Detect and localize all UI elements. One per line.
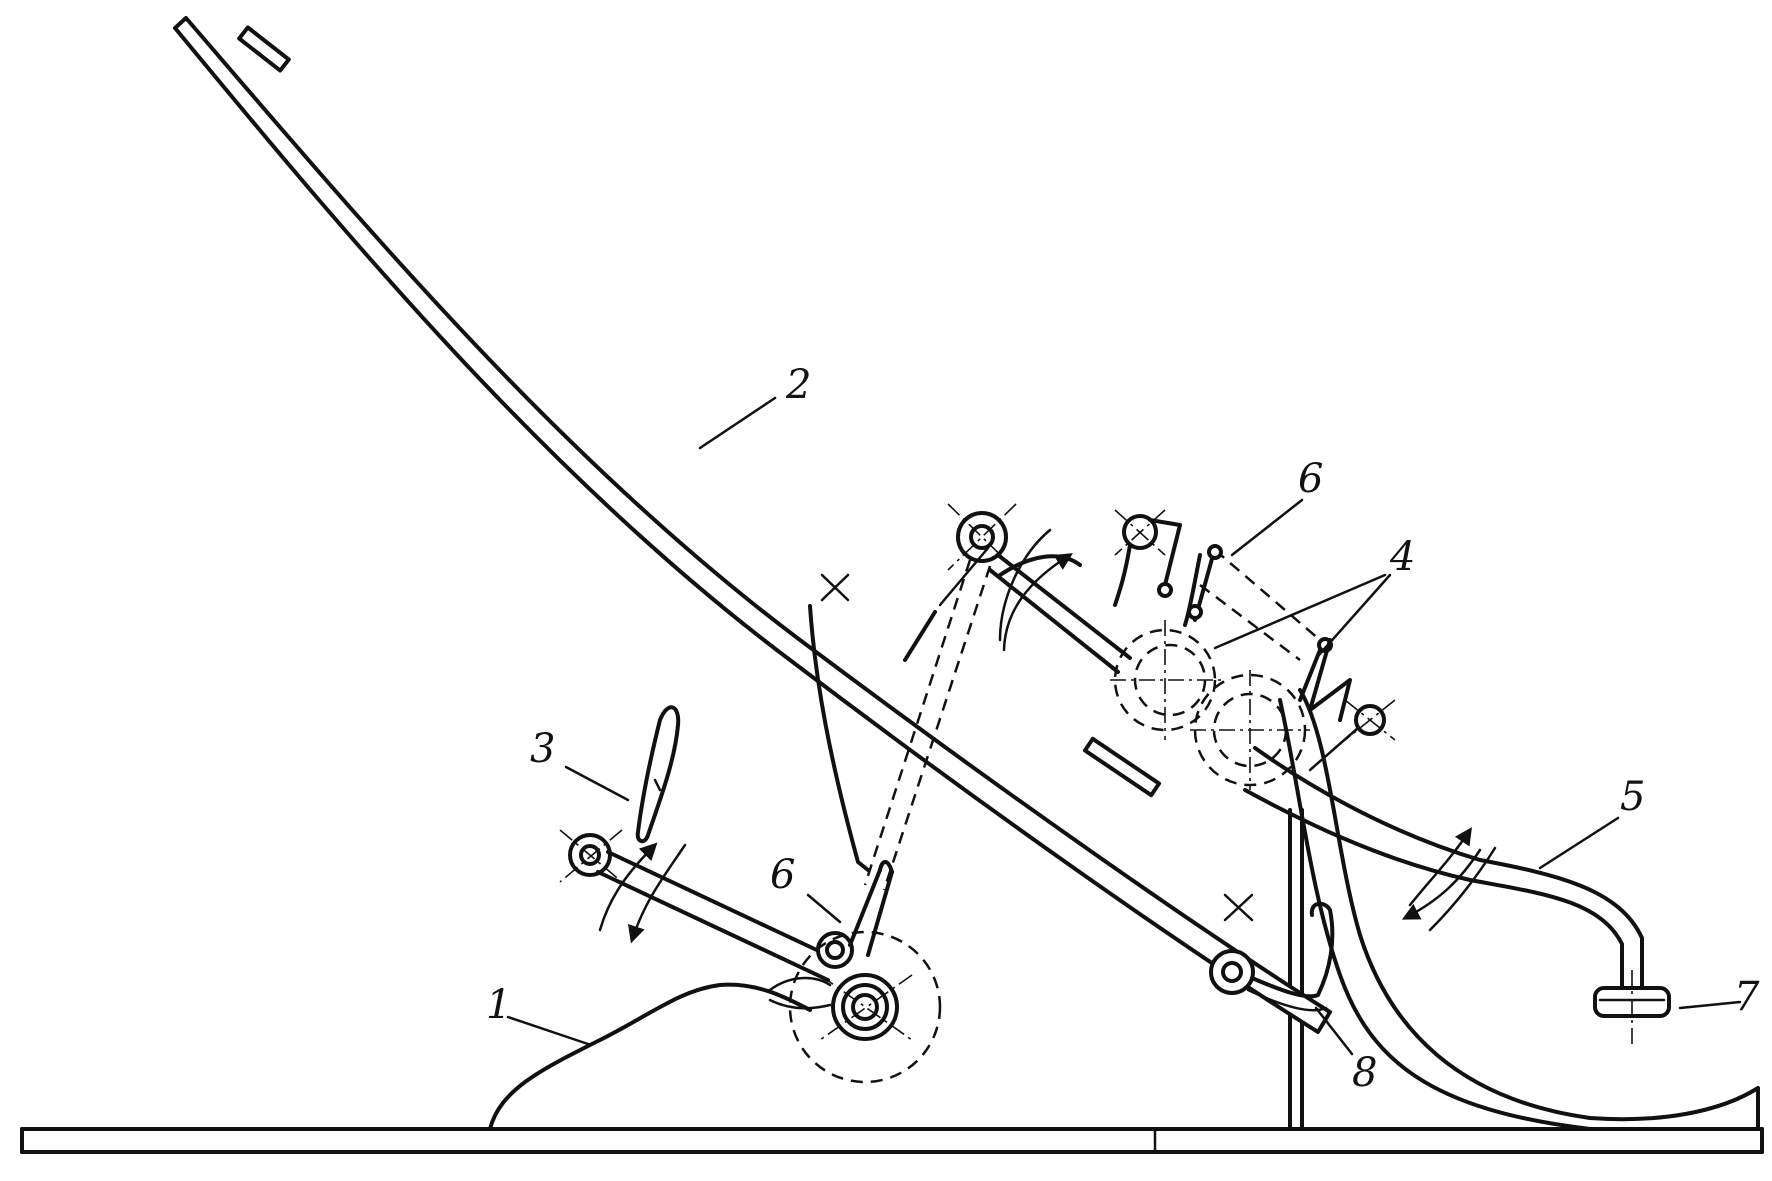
motion-arrows (598, 528, 1497, 944)
label-6-lower: 6 (770, 852, 795, 898)
label-6-upper: 6 (1298, 456, 1323, 502)
foot-pad-7 (1593, 970, 1671, 1045)
spring-assembly-4 (1113, 509, 1396, 772)
leader-line-3 (564, 765, 630, 802)
leader-line-7 (1678, 1000, 1742, 1010)
bracket (808, 604, 870, 872)
leader-line-1 (506, 1015, 590, 1046)
leader-line-6-lower (806, 893, 842, 924)
leader-line-5 (1538, 816, 1620, 870)
upper-linkage (903, 503, 1132, 674)
label-8: 8 (1352, 1050, 1377, 1096)
lower-linkage (559, 829, 942, 1084)
curved-arm-5 (1243, 688, 1760, 1131)
label-1: 1 (486, 982, 511, 1028)
leader-line-2 (698, 396, 777, 450)
leader-line-4a (1213, 573, 1387, 650)
leader-line-4b (1316, 573, 1392, 658)
leader-line-8 (1314, 1006, 1354, 1056)
gear-wheels (1110, 620, 1310, 790)
body-part-1 (488, 982, 812, 1131)
dashed-link (863, 559, 992, 891)
hook-8 (1209, 901, 1335, 1012)
main-lever-2 (173, 16, 1332, 1034)
label-5: 5 (1620, 774, 1645, 820)
label-7: 7 (1734, 974, 1760, 1020)
label-3: 3 (530, 726, 555, 772)
label-4: 4 (1389, 534, 1415, 580)
label-2: 2 (785, 362, 811, 408)
support-post (1288, 808, 1304, 1131)
handle-3 (635, 705, 681, 844)
leader-line-6-upper (1230, 498, 1304, 557)
base-plate (20, 1127, 1764, 1154)
